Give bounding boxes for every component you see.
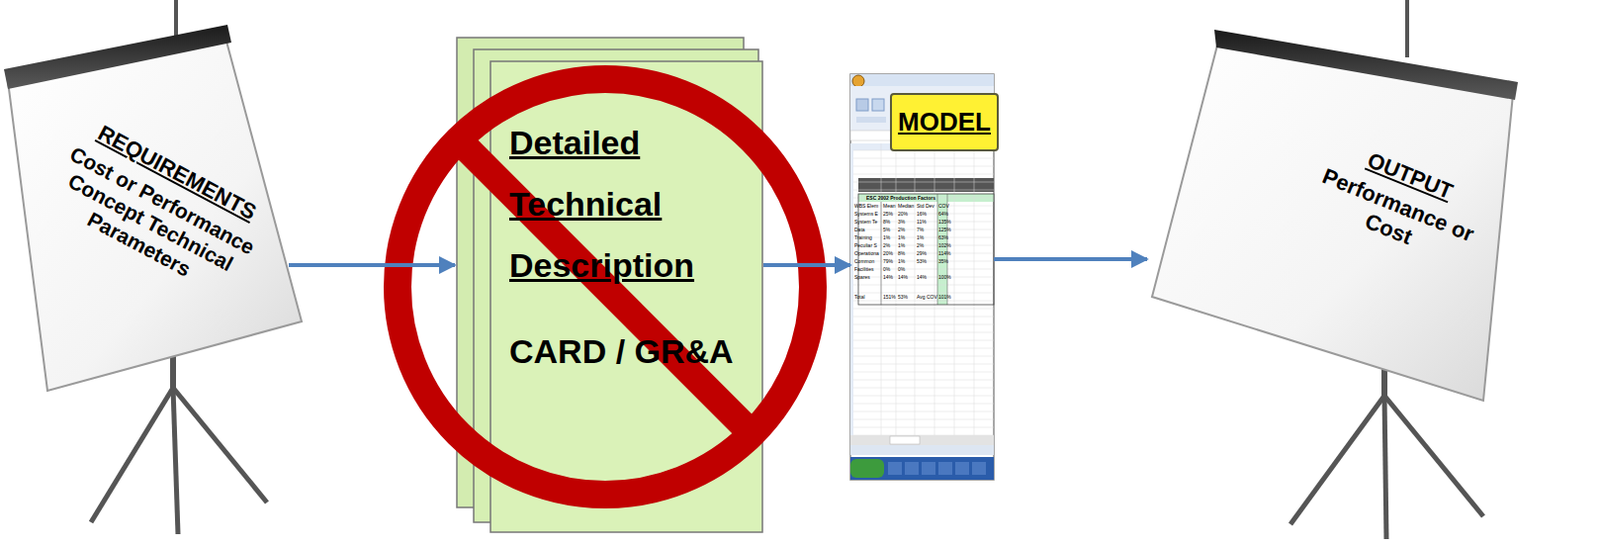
text-group: REQUIREMENTSCost or Performance Concept …	[24, 102, 293, 313]
flow-arrow	[993, 257, 1148, 262]
table-cell: Peculiar S	[854, 243, 878, 249]
table-cell: 63%	[938, 235, 949, 241]
table-cell: Systems E	[854, 211, 879, 217]
table-cell: Common	[854, 259, 875, 265]
flow-arrow	[763, 263, 851, 267]
table-cell: Median	[897, 203, 914, 209]
table-cell: 151%	[883, 294, 896, 300]
projection-screen: OUTPUTPerformance or Cost	[1147, 29, 1518, 406]
table-cell: 7%	[916, 227, 924, 233]
table-cell: 101%	[938, 294, 952, 300]
text-group: OUTPUTPerformance or Cost	[1292, 127, 1508, 279]
projection-screen: REQUIREMENTSCost or Performance Concept …	[4, 29, 289, 396]
table-cell: 8%	[883, 219, 890, 225]
table-cell: 125%	[938, 227, 952, 233]
table-cell: 79%	[883, 259, 893, 265]
table-cell: 53%	[897, 294, 908, 300]
table-cell: 64%	[938, 211, 949, 217]
table-cell: 2%	[916, 243, 924, 249]
table-cell: Training	[854, 235, 873, 241]
table-cell: Data	[854, 227, 866, 233]
table-cell: Operationa	[854, 251, 880, 257]
prohibition-sign	[397, 79, 813, 495]
table-cell: 102%	[938, 243, 952, 249]
body-text: CARD / GR&A	[509, 331, 757, 372]
table-cell: Facilities	[854, 266, 874, 272]
table-cell: 11%	[916, 219, 927, 225]
table-cell: 14%	[897, 274, 908, 280]
table-cell: 2%	[897, 227, 905, 233]
table-cell: 114%	[938, 251, 951, 257]
table-cell: 2%	[883, 243, 890, 249]
table-cell: Std Dev	[916, 203, 935, 209]
table-cell: Spares	[854, 274, 871, 280]
table-cell: 25%	[883, 211, 893, 217]
flow-arrow	[288, 263, 455, 267]
table-cell: 14%	[883, 274, 893, 280]
table-cell: 5%	[883, 227, 890, 233]
table-cell: 1%	[897, 235, 905, 241]
table-cell: 16%	[916, 211, 927, 217]
table-cell: WBS Elem	[854, 203, 879, 209]
table-cell: Mean	[883, 203, 896, 209]
table-cell: 3%	[897, 219, 905, 225]
text-group: MODEL	[889, 92, 999, 152]
table-cell: 29%	[916, 251, 927, 257]
table-cell: 1%	[916, 235, 924, 241]
table-cell: Total	[854, 294, 866, 300]
table-heading: ESC 2002 Production Factors	[866, 195, 936, 201]
table-cell: 53%	[916, 259, 927, 265]
projection-screen	[1152, 0, 1518, 539]
table-cell: 100%	[938, 274, 952, 280]
table-cell: 1%	[897, 243, 905, 249]
table-cell: Avg COV	[916, 294, 938, 300]
text-group: Detailed Technical DescriptionCARD / GR&…	[509, 111, 757, 372]
projection-screen	[3, 0, 302, 534]
table-cell: COV	[938, 203, 950, 209]
table-cell: System Te	[854, 219, 878, 225]
table-cell: 14%	[916, 274, 927, 280]
table-cell: 0%	[883, 266, 890, 272]
table-cell: 20%	[883, 251, 893, 257]
table-cell: 0%	[897, 266, 905, 272]
table-cell: 1%	[883, 235, 890, 241]
table-cell: 135%	[938, 219, 952, 225]
document-stack: Detailed Technical DescriptionCARD / GR&…	[454, 37, 764, 533]
table-cell: 20%	[897, 211, 908, 217]
table-cell: 1%	[897, 259, 905, 265]
heading-text: MODEL	[889, 92, 999, 152]
table-cell: 35%	[938, 259, 949, 265]
heading-text: Detailed Technical Description	[509, 111, 757, 296]
table-cell: 8%	[897, 251, 905, 257]
